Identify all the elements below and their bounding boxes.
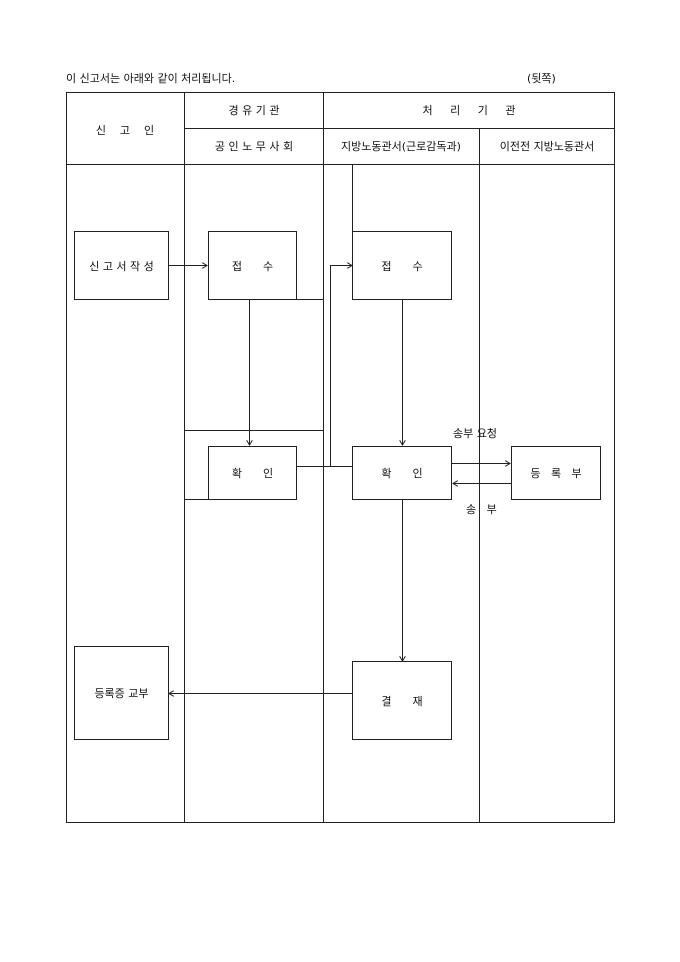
proc-confirm-box: 확 인: [352, 446, 452, 500]
col-via-sub-header: 공 인 노 무 사 회: [214, 140, 294, 153]
col-applicant-header: 신 고 인: [95, 124, 155, 137]
via-confirm-label: 확 인: [231, 467, 274, 480]
col-proc-sub-header-2: 이전전 지방노동관서: [499, 140, 595, 153]
write-report-label: 신 고 서 작 성: [89, 259, 154, 273]
via-receipt-box: 접 수: [208, 231, 297, 300]
proc-receipt-label: 접 수: [381, 259, 423, 273]
registry-label: 등 록 부: [530, 467, 582, 480]
proc-confirm-label: 확 인: [381, 467, 423, 480]
proc-receipt-box: 접 수: [352, 231, 452, 300]
approval-box: 결 재: [352, 661, 452, 740]
table-frame: [66, 92, 615, 823]
issue-cert-label: 등록증 교부: [94, 687, 149, 700]
via-receipt-label: 접 수: [231, 259, 274, 273]
via-confirm-box: 확 인: [208, 446, 297, 500]
page-side-label: (뒷쪽): [527, 72, 556, 85]
col-proc-header: 처 리 기 관: [422, 104, 516, 117]
send-label: 송 부: [466, 503, 497, 516]
issue-cert-box: 등록증 교부: [74, 646, 169, 740]
col-via-header: 경 유 기 관: [228, 104, 280, 117]
write-report-box: 신 고 서 작 성: [74, 231, 169, 300]
intro-text: 이 신고서는 아래와 같이 처리됩니다.: [66, 72, 236, 85]
registry-box: 등 록 부: [511, 446, 601, 500]
approval-label: 결 재: [381, 694, 423, 708]
send-request-label: 송부 요청: [453, 427, 497, 440]
col-proc-sub-header-1: 지방노동관서(근로감독과): [341, 140, 461, 153]
